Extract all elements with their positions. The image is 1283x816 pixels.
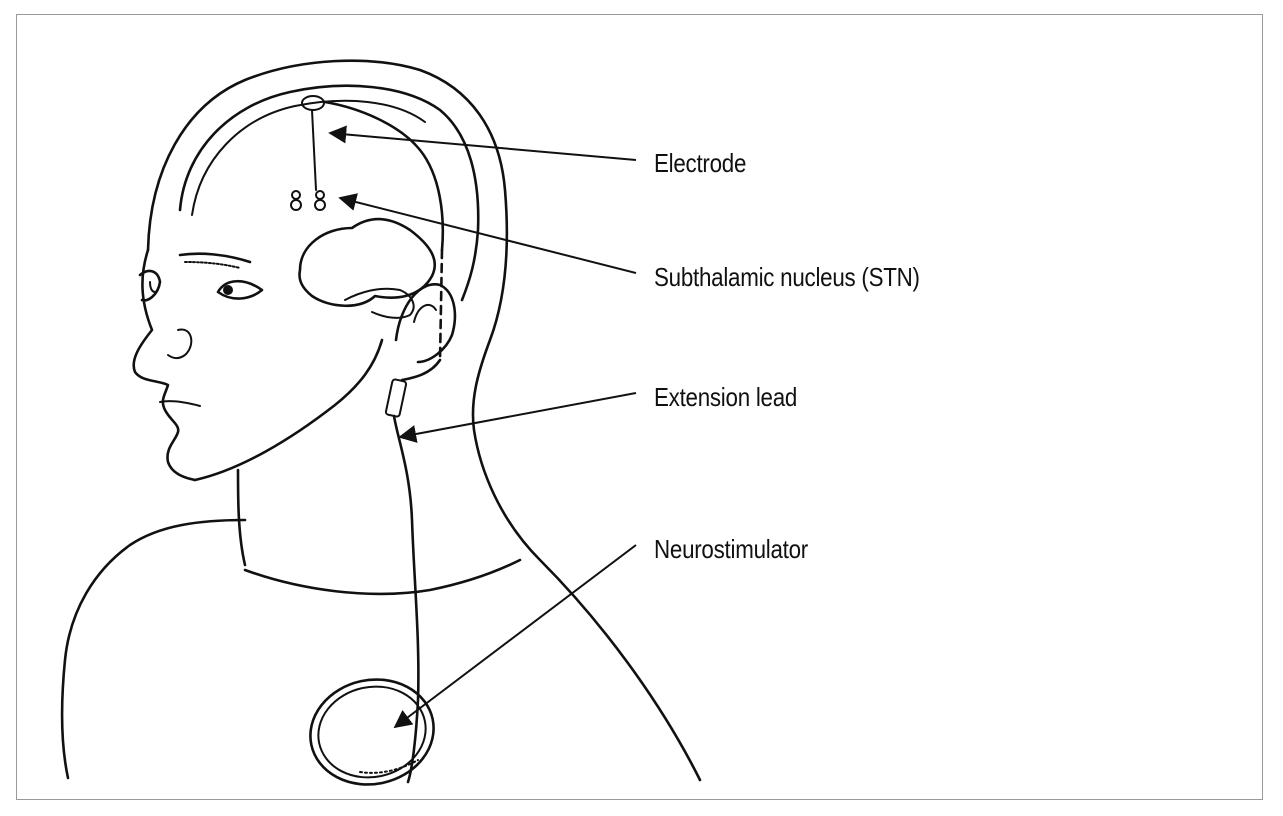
electrode-wire (312, 110, 316, 190)
arrow-electrode (330, 133, 636, 160)
brain-outline (180, 86, 478, 362)
arrow-extension-lead (400, 393, 636, 437)
callout-arrows (330, 133, 636, 727)
label-stn: Subthalamic nucleus (STN) (654, 262, 920, 293)
arrow-stn (340, 198, 636, 273)
label-neurostimulator: Neurostimulator (654, 534, 808, 565)
label-electrode: Electrode (654, 148, 746, 179)
label-extension-lead: Extension lead (654, 382, 797, 413)
neurostimulator-device (301, 668, 444, 796)
connector-icon (385, 379, 406, 417)
arrow-neurostimulator (395, 545, 636, 727)
eye-pupil-icon (223, 285, 233, 295)
head-outline (62, 61, 700, 780)
